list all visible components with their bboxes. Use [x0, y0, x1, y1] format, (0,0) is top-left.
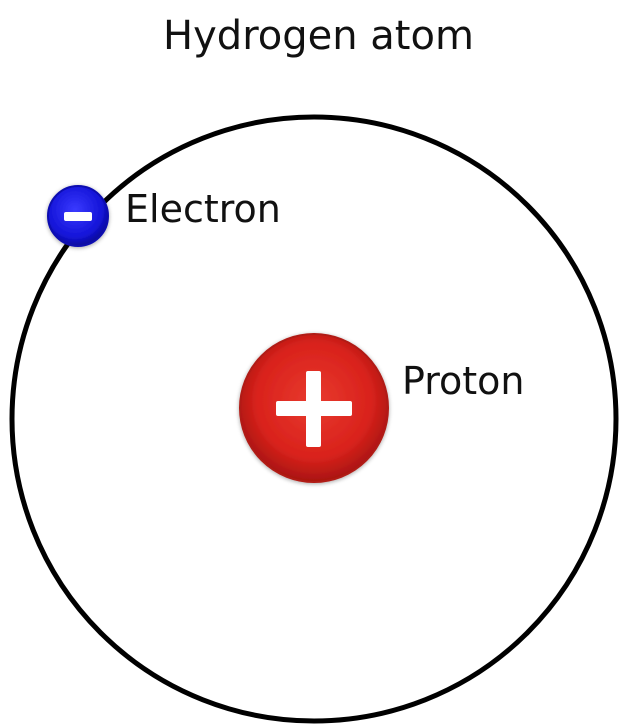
electron-label: Electron — [125, 187, 281, 231]
electron-orbit — [9, 114, 619, 724]
minus-icon — [64, 212, 92, 221]
electron — [47, 185, 109, 247]
diagram-title: Hydrogen atom — [163, 13, 474, 59]
proton-label: Proton — [402, 359, 525, 403]
proton — [239, 333, 389, 483]
plus-icon — [276, 371, 352, 447]
